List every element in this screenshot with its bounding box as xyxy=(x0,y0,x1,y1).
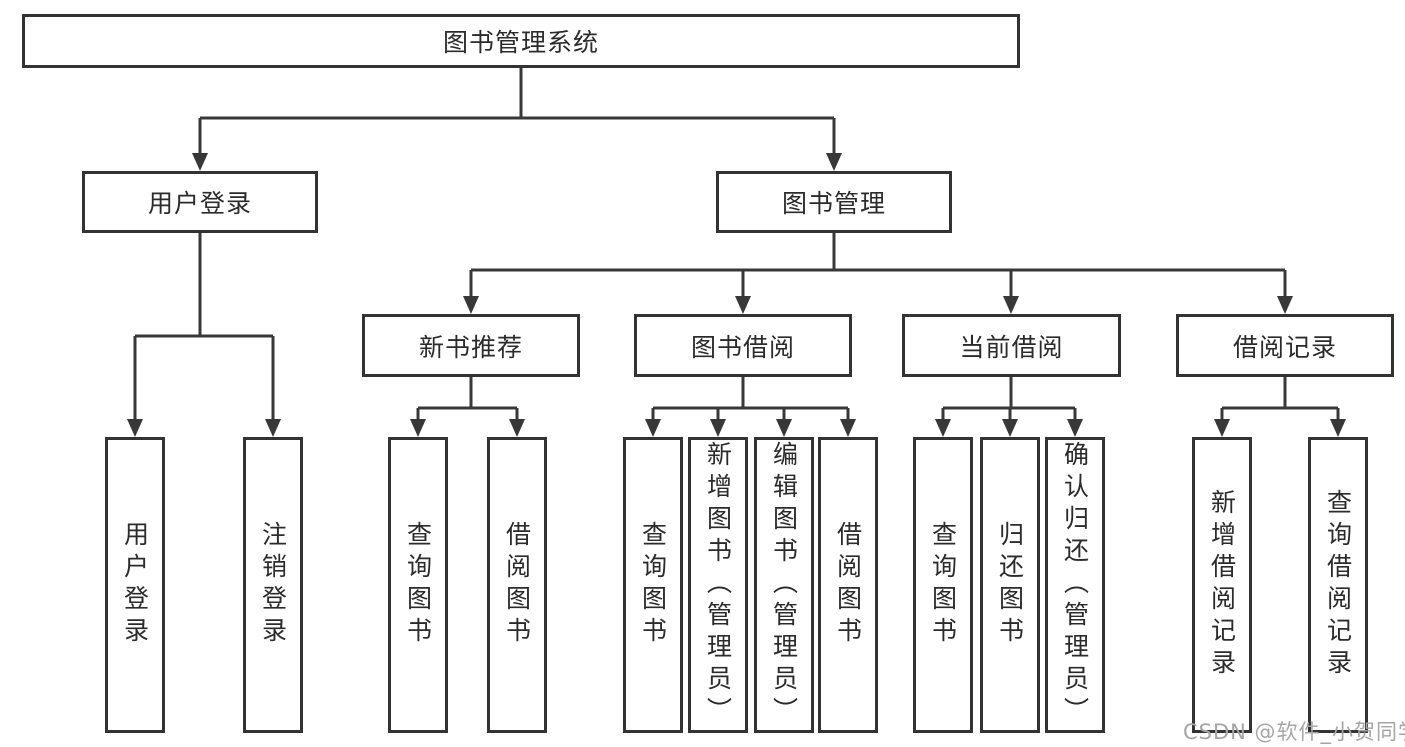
leaf-return-books: 归还图书 xyxy=(980,437,1040,733)
node-label: 借阅记录 xyxy=(1232,332,1337,362)
node-book-borrowing: 图书借阅 xyxy=(634,314,852,377)
leaf-add-books-admin: 新增图书（管理员） xyxy=(688,437,748,733)
node-label: 注销登录 xyxy=(258,521,288,649)
node-label: 借阅图书 xyxy=(502,521,532,649)
leaf-borrow-books-recommendation: 借阅图书 xyxy=(487,437,547,733)
leaf-confirm-return-admin: 确认归还（管理员） xyxy=(1045,437,1105,733)
node-label: 新书推荐 xyxy=(418,332,523,362)
node-label: 新增图书（管理员） xyxy=(703,441,733,729)
node-label: 确认归还（管理员） xyxy=(1060,441,1090,729)
node-book-management: 图书管理 xyxy=(716,171,952,233)
node-label: 编辑图书（管理员） xyxy=(769,441,799,729)
arrowheads xyxy=(127,153,1346,437)
leaf-borrow-books: 借阅图书 xyxy=(818,437,878,733)
node-label: 当前借阅 xyxy=(959,332,1064,362)
leaf-user-login: 用户登录 xyxy=(105,437,165,733)
node-new-book-recommendation: 新书推荐 xyxy=(362,314,580,377)
node-label: 查询图书 xyxy=(638,521,668,649)
leaf-logout: 注销登录 xyxy=(243,437,303,733)
node-label: 借阅图书 xyxy=(833,521,863,649)
node-label: 图书借阅 xyxy=(690,332,795,362)
leaf-query-books-recommendation: 查询图书 xyxy=(388,437,448,733)
node-label: 查询图书 xyxy=(403,521,433,649)
node-label: 用户登录 xyxy=(120,521,150,649)
node-label: 图书管理系统 xyxy=(442,28,599,57)
node-label: 查询图书 xyxy=(928,521,958,649)
node-borrowing-records: 借阅记录 xyxy=(1176,314,1394,377)
node-library-management-system: 图书管理系统 xyxy=(22,14,1020,68)
node-label: 查询借阅记录 xyxy=(1323,489,1353,681)
leaf-query-books-current: 查询图书 xyxy=(913,437,973,733)
node-label: 用户登录 xyxy=(147,189,252,218)
leaf-edit-books-admin: 编辑图书（管理员） xyxy=(754,437,814,733)
node-user-login: 用户登录 xyxy=(82,171,318,233)
node-label: 图书管理 xyxy=(781,189,886,218)
leaf-query-borrow-record: 查询借阅记录 xyxy=(1308,437,1368,733)
node-label: 归还图书 xyxy=(995,521,1025,649)
leaf-query-books-borrowing: 查询图书 xyxy=(623,437,683,733)
node-current-borrowing: 当前借阅 xyxy=(902,314,1121,377)
leaf-add-borrow-record: 新增借阅记录 xyxy=(1192,437,1252,733)
csdn-watermark: CSDN @软件_小贺同学 xyxy=(1183,720,1405,744)
node-label: 新增借阅记录 xyxy=(1207,489,1237,681)
